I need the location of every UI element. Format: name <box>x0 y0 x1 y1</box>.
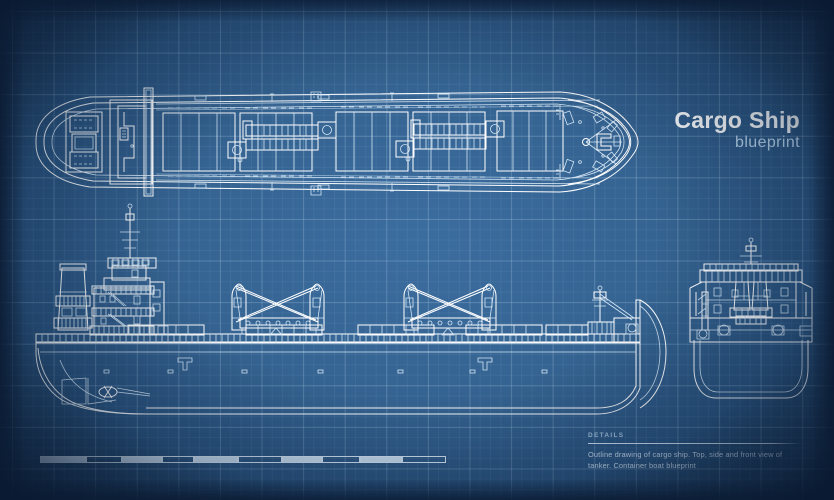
scale-bar-segment <box>122 456 162 463</box>
scale-bar-segment <box>360 456 402 463</box>
scale-bar-segment <box>322 456 360 463</box>
front-view-superstructure <box>700 238 802 324</box>
scale-bar <box>40 456 446 463</box>
title-block: Cargo Ship blueprint <box>674 108 800 152</box>
page-subtitle: blueprint <box>735 134 800 152</box>
scale-bar-segment <box>86 456 122 463</box>
details-text: Outline drawing of cargo ship. Top, side… <box>588 450 783 471</box>
front-mast <box>740 238 762 300</box>
details-block: DETAILS Outline drawing of cargo ship. T… <box>588 432 803 472</box>
scale-bar-segment <box>194 456 238 463</box>
scale-bar-segment <box>40 456 86 463</box>
details-divider <box>588 443 803 444</box>
scale-bar-segment <box>402 456 446 463</box>
scale-bar-segment <box>238 456 282 463</box>
scale-bar-segment <box>162 456 194 463</box>
details-label: DETAILS <box>588 432 625 439</box>
scale-bar-segment <box>282 456 322 463</box>
page-title: Cargo Ship <box>674 107 800 133</box>
